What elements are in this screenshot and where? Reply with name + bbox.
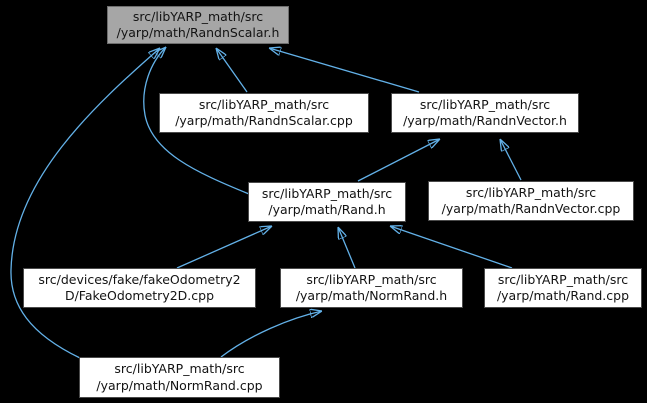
edge-normrand-cpp-to-normrand-h [220, 311, 322, 358]
edge-normrand-h-to-rand-h [338, 227, 356, 269]
node-label-line1: src/devices/fake/fakeOdometry2 [38, 271, 241, 287]
node-label-line2: /yarp/math/NormRand.h [295, 288, 448, 303]
graph-node-rand-cpp[interactable]: src/libYARP_math/src /yarp/math/Rand.cpp [484, 268, 642, 308]
node-label-line1: src/libYARP_math/src [419, 96, 551, 112]
node-label-line1: src/libYARP_math/src [497, 271, 629, 287]
edge-normrand-cpp-to-randnscalar-h [10, 48, 160, 359]
node-label-line2: /yarp/math/RandnVector.h [403, 113, 567, 128]
graph-node-randnvector-h[interactable]: src/libYARP_math/src /yarp/math/RandnVec… [391, 93, 579, 133]
graph-node-randnscalar-h: src/libYARP_math/src /yarp/math/RandnSca… [107, 6, 289, 44]
node-label-line1: src/libYARP_math/src [261, 185, 393, 201]
edge-rand-h-to-randnscalar-h [143, 47, 250, 195]
edge-randnscalar-cpp-to-randnscalar-h [216, 48, 248, 93]
edge-rand-h-to-randnvector-h [357, 139, 440, 182]
node-label-line1: src/libYARP_math/src [306, 271, 437, 287]
edge-randnvector-h-to-randnscalar-h [269, 48, 420, 93]
graph-node-rand-h[interactable]: src/libYARP_math/src /yarp/math/Rand.h [248, 182, 406, 222]
edge-randnvector-cpp-to-randnvector-h [500, 139, 522, 181]
node-label-line2: /yarp/math/NormRand.cpp [96, 377, 263, 393]
node-label-line2: /yarp/math/RandnScalar.h [116, 25, 280, 40]
node-label-line2: /yarp/math/RandnScalar.cpp [175, 113, 353, 128]
graph-node-randnscalar-cpp[interactable]: src/libYARP_math/src /yarp/math/RandnSca… [159, 93, 369, 133]
node-label-line1: src/libYARP_math/src [465, 184, 597, 200]
node-label-line2: /yarp/math/Rand.h [268, 202, 386, 217]
node-label-line2: D/FakeOdometry2D.cpp [64, 288, 215, 303]
edge-rand-cpp-to-rand-h [390, 226, 513, 269]
node-label-line2: /yarp/math/RandnVector.cpp [441, 201, 621, 216]
graph-node-normrand-cpp[interactable]: src/libYARP_math/src /yarp/math/NormRand… [79, 357, 280, 398]
graph-node-normrand-h[interactable]: src/libYARP_math/src /yarp/math/NormRand… [280, 268, 463, 308]
edge-fakeodometry2d-cpp-to-rand-h [176, 226, 272, 269]
node-label-line1: src/libYARP_math/src [198, 96, 330, 112]
node-label-line1: src/libYARP_math/src [114, 361, 245, 376]
graph-node-fakeodometry2d-cpp[interactable]: src/devices/fake/fakeOdometry2 D/FakeOdo… [23, 268, 256, 308]
graph-node-randnvector-cpp[interactable]: src/libYARP_math/src /yarp/math/RandnVec… [428, 181, 634, 221]
node-label-line2: /yarp/math/Rand.cpp [496, 288, 630, 303]
node-label-line1: src/libYARP_math/src [132, 8, 264, 24]
